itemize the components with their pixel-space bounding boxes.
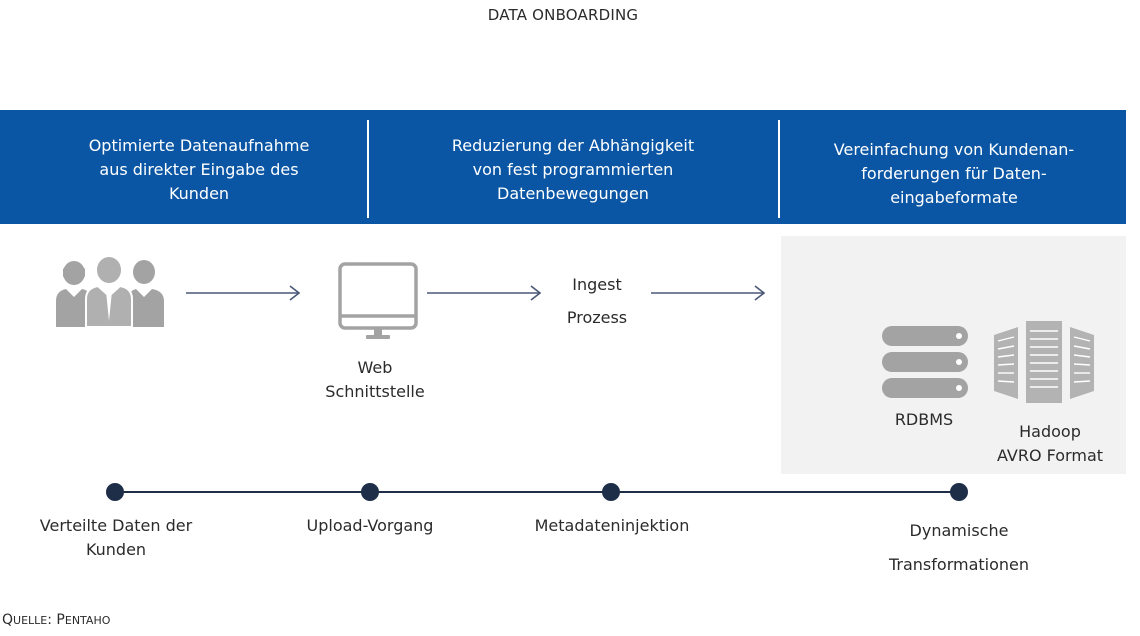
hadoop-label: Hadoop AVRO Format	[980, 420, 1120, 468]
diagram-title: DATA ONBOARDING	[487, 6, 639, 24]
banner-section-1-line-1: Optimierte Datenaufnahme	[88, 136, 310, 155]
arrow-icon-2	[427, 285, 543, 301]
web-interface-label-line-2: Schnittstelle	[325, 382, 425, 401]
timeline-step-1-label: Verteilte Daten der Kunden	[26, 514, 206, 562]
source-separator: :	[47, 612, 57, 628]
timeline-step-4-line-1: Dynamische	[909, 521, 1009, 540]
source-prefix-initial: Q	[2, 612, 14, 628]
banner-section-2: Reduzierung der Abhängigkeit von fest pr…	[390, 134, 756, 206]
banner-section-1-line-3: Kunden	[168, 184, 230, 203]
ingest-process-label-line-1: Ingest	[572, 275, 622, 294]
banner-section-1-line-2: aus direkter Eingabe des	[99, 160, 299, 179]
monitor-icon	[338, 262, 418, 342]
source-name-rest: ENTAHO	[64, 614, 111, 627]
banner	[0, 110, 1126, 224]
banner-divider-2	[778, 120, 780, 218]
timeline-step-2-line-1: Upload-Vorgang	[306, 516, 434, 535]
banner-section-2-line-3: Datenbewegungen	[497, 184, 649, 203]
arrow-icon-1	[186, 285, 302, 301]
source-prefix-rest: UELLE	[13, 614, 48, 627]
timeline-step-4-line-2: Transformationen	[888, 555, 1030, 574]
banner-divider-1	[367, 120, 369, 218]
banner-section-3: Vereinfachung von Kundenan- forderungen …	[796, 138, 1112, 210]
source-credit: QUELLE: PENTAHO	[2, 612, 110, 628]
hadoop-cluster-icon	[992, 321, 1096, 403]
rdbms-label: RDBMS	[894, 410, 954, 429]
hadoop-label-line-1: Hadoop	[1019, 422, 1081, 441]
timeline-step-1-line-1: Verteilte Daten der	[39, 516, 193, 535]
hadoop-label-line-2: AVRO Format	[996, 446, 1104, 465]
web-interface-label: Web Schnittstelle	[305, 356, 445, 404]
web-interface-label-line-1: Web	[357, 358, 393, 377]
arrow-icon-3	[651, 285, 767, 301]
banner-section-2-line-1: Reduzierung der Abhängigkeit	[451, 136, 695, 155]
ingest-process-label: Ingest Prozess	[547, 268, 647, 334]
banner-section-3-line-1: Vereinfachung von Kundenan-	[833, 140, 1075, 159]
timeline-step-2-label: Upload-Vorgang	[280, 514, 460, 538]
banner-section-3-line-3: eingabeformate	[890, 188, 1018, 207]
timeline-step-4-label: Dynamische Transformationen	[869, 514, 1049, 582]
source-name-initial: P	[56, 612, 65, 628]
timeline-dot-3	[602, 483, 620, 501]
timeline-step-3-line-1: Metadateninjektion	[534, 516, 690, 535]
people-group-icon	[54, 255, 166, 327]
timeline-dot-4	[950, 483, 968, 501]
banner-section-1: Optimierte Datenaufnahme aus direkter Ei…	[40, 134, 358, 206]
timeline-step-3-label: Metadateninjektion	[527, 514, 697, 538]
database-icon	[882, 326, 968, 400]
banner-section-3-line-2: forderungen für Daten-	[861, 164, 1047, 183]
timeline-line	[115, 491, 959, 493]
ingest-process-label-line-2: Prozess	[566, 308, 628, 327]
timeline-dot-1	[106, 483, 124, 501]
timeline-step-1-line-2: Kunden	[85, 540, 147, 559]
banner-section-2-line-2: von fest programmierten	[472, 160, 674, 179]
timeline-dot-2	[361, 483, 379, 501]
